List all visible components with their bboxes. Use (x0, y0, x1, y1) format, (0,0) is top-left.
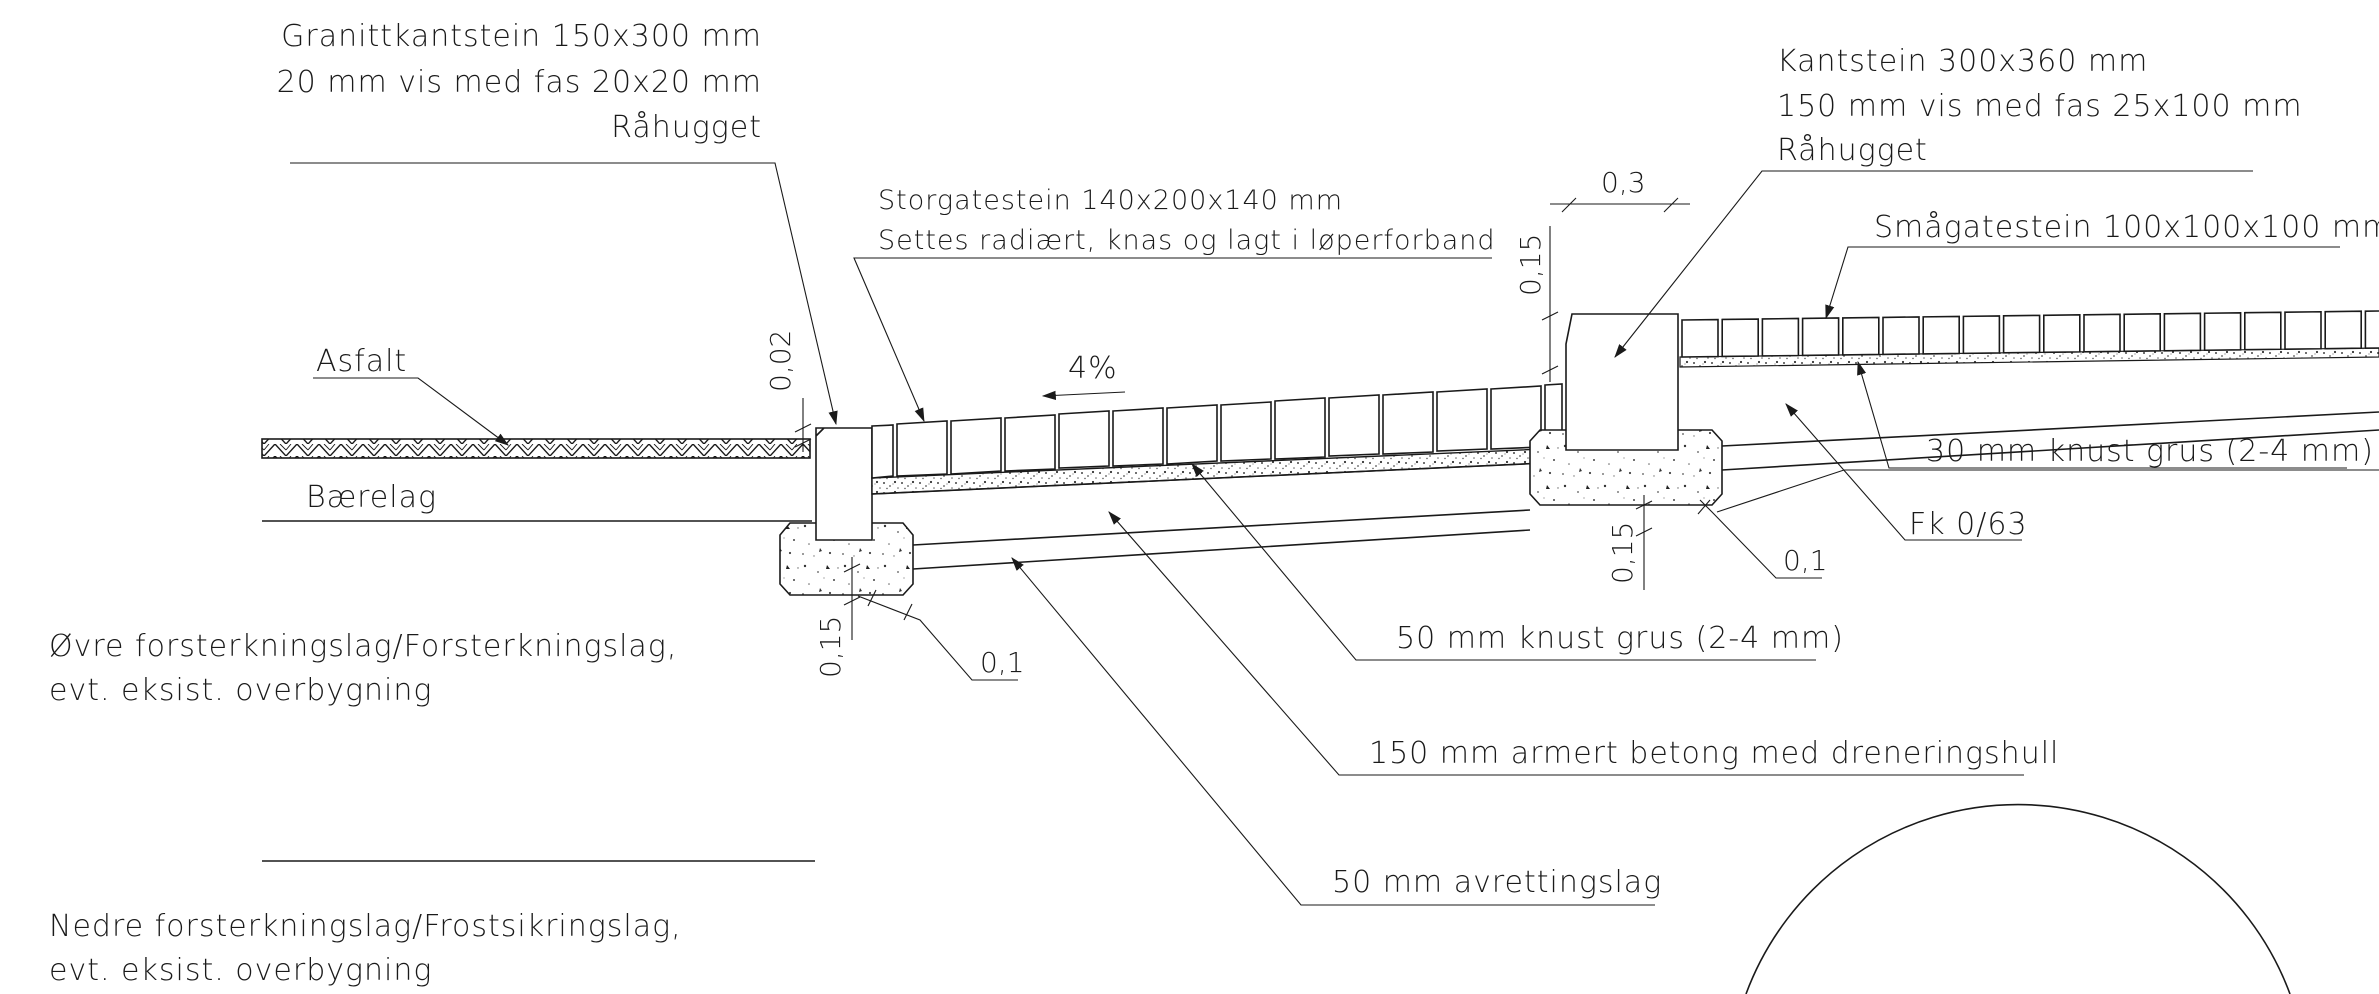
dim-tick (903, 603, 913, 621)
smagatestein-block (2123, 313, 2161, 353)
dim-01-right-label: 0,1 (1783, 544, 1828, 577)
smagatestein-block (2244, 311, 2282, 351)
dim-03-label: 0,3 (1601, 166, 1646, 199)
granitt-label-line3: Råhugget (611, 109, 762, 145)
granite-curb (815, 427, 873, 541)
betong-leader (1108, 511, 2024, 776)
dim-01-left-label: 0,1 (980, 646, 1025, 679)
smagate-leader (1825, 246, 2340, 320)
smagatestein-block (1801, 317, 1840, 357)
dim-tick (1697, 499, 1711, 515)
smagatestein-block (1922, 315, 1960, 355)
nedre-label-line1: Nedre forsterkningslag/Frostsikringslag, (49, 909, 682, 944)
detail-circle-arc (1745, 803, 2291, 994)
dim-tick (1635, 527, 1653, 537)
nedre-label-line2: evt. eksist. overbygning (49, 953, 432, 988)
dim-tick (867, 589, 877, 607)
fk-label: Fk 0/63 (1909, 507, 2028, 542)
granitt-leader (290, 162, 838, 426)
asphalt-layer (261, 438, 811, 459)
asfalt-leader (313, 377, 509, 446)
right-base-line-1 (1721, 411, 2379, 447)
slope-arrow (1041, 390, 1126, 401)
fk-leader (1785, 403, 2022, 541)
knust30-leader (1857, 360, 2347, 469)
knust50-leader (1191, 463, 1816, 661)
smagatestein-block (2364, 310, 2379, 349)
ovre-label-line1: Øvre forsterkningslag/Forsterkningslag, (49, 629, 677, 664)
smagatestein-block (1962, 315, 2001, 355)
baerelag-label: Bærelag (306, 480, 437, 515)
slab-bottom-line-2 (912, 529, 1531, 570)
storgate-label-line1: Storgatestein 140x200x140 mm (878, 185, 1343, 216)
avretting-label: 50 mm avrettingslag (1332, 865, 1662, 900)
knust50-label: 50 mm knust grus (2-4 mm) (1396, 621, 1844, 656)
kantstein-label-line2: 150 mm vis med fas 25x100 mm (1777, 89, 2303, 124)
storgate-leader (853, 257, 1492, 423)
smagatestein-block (2324, 310, 2362, 350)
slope-label: 4% (1068, 351, 1118, 386)
kantstein-label-line3: Råhugget (1777, 132, 1928, 168)
dim-015-right-label: 0,15 (1606, 522, 1639, 584)
dim-tick (1663, 197, 1679, 213)
betong-label: 150 mm armert betong med dreneringshull (1369, 736, 2059, 771)
smagate-label: Smågatestein 100x100x100 mm (1874, 209, 2379, 245)
kantstein-curb (1565, 313, 1679, 451)
granitt-label-line1: Granittkantstein 150x300 mm (281, 19, 762, 54)
knust30-label: 30 mm knust grus (2-4 mm) (1926, 434, 2374, 469)
smagatestein-block (1681, 318, 1719, 358)
smagatestein-block (1882, 316, 1920, 356)
smagatestein-block (1721, 318, 1759, 358)
dim-tick (794, 438, 812, 448)
smagatestein-block (2163, 312, 2202, 352)
smagatestein-block (2284, 310, 2322, 351)
storgatestein-pavers (871, 383, 1563, 479)
slab-bottom-line-1 (912, 509, 1531, 546)
dim-01-right-line (1699, 499, 1822, 579)
smagatestein-block (2002, 314, 2041, 354)
dim-tick (794, 423, 812, 433)
avretting-leader (1011, 557, 1655, 906)
kantstein-leader (1614, 170, 2253, 358)
left-concrete-foundation (779, 522, 914, 596)
dim-tick (1541, 311, 1559, 321)
storgate-label-line2: Settes radiært, knas og lagt i løperforb… (878, 225, 1496, 256)
dim-tick (843, 596, 861, 606)
dim-015-left-label: 0,15 (814, 616, 847, 678)
right-base-leader (1716, 469, 2379, 513)
dim-tick (1541, 365, 1559, 375)
dim-002-label: 0,02 (764, 330, 797, 392)
smagatestein-block (1761, 317, 1800, 357)
dim-tick (843, 563, 861, 573)
kantstein-label-line1: Kantstein 300x360 mm (1777, 44, 2148, 79)
dim-tick (1635, 500, 1653, 510)
ovre-label-line2: evt. eksist. overbygning (49, 673, 432, 708)
smagatestein-block (2043, 314, 2081, 354)
dim-01-left-line (857, 595, 1018, 681)
dim-015-top-label: 0,15 (1514, 234, 1547, 296)
granitt-label-line2: 20 mm vis med fas 20x20 mm (277, 65, 762, 100)
slab-top-line (871, 461, 1567, 495)
smagatestein-block (1842, 316, 1880, 356)
right-base-line-2 (1721, 429, 2379, 471)
smagatestein-block (2083, 313, 2121, 353)
asfalt-label: Asfalt (316, 344, 407, 379)
smagatestein-block (2203, 311, 2242, 352)
dim-tick (1561, 197, 1577, 213)
smagatestein-pavers (1681, 310, 2379, 358)
